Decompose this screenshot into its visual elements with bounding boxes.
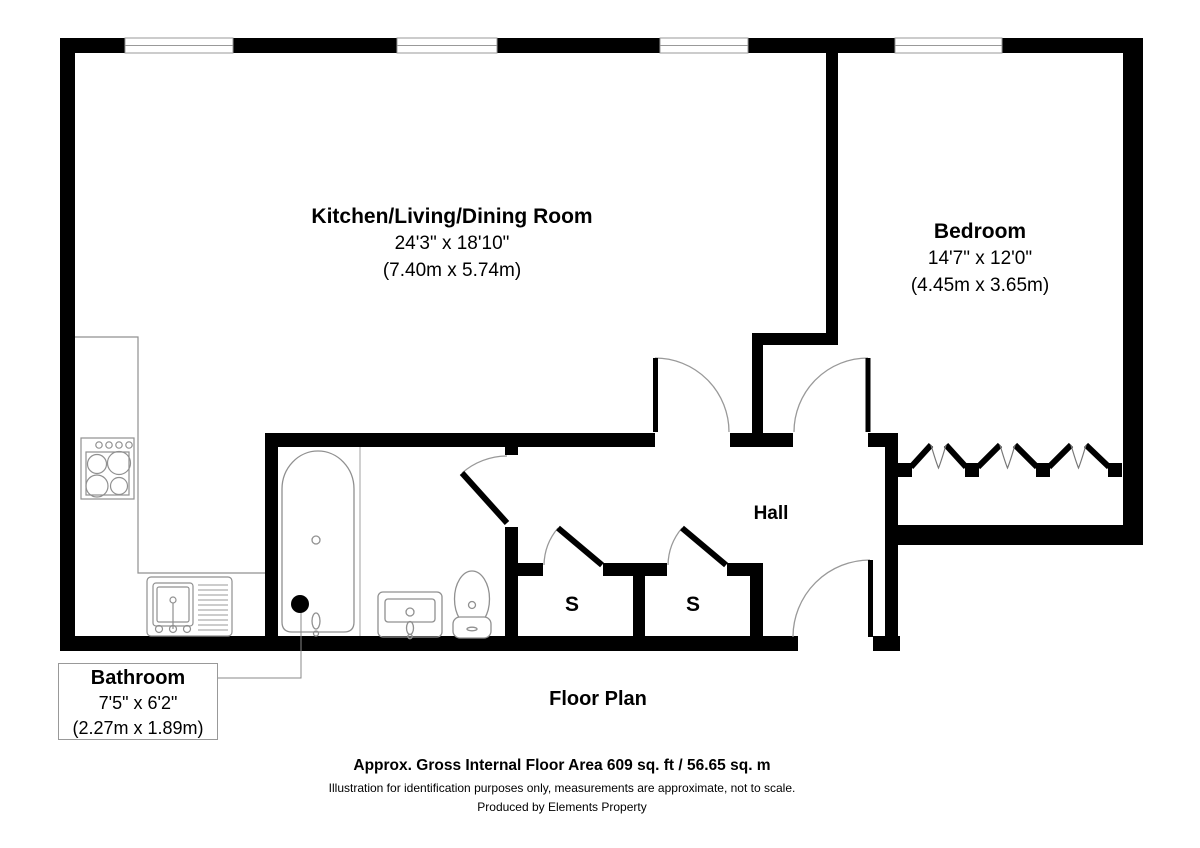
kitchen-counter: [75, 336, 265, 574]
doors: [459, 357, 873, 638]
room-name: Bedroom: [933, 220, 1027, 243]
wall-right: [1123, 38, 1143, 545]
wall-bathroom-right-lower: [505, 527, 518, 651]
storage-label-2: S: [685, 593, 701, 616]
wall-closet1-top-left: [518, 563, 543, 576]
wall-jog-horizontal: [752, 333, 838, 345]
windows: [124, 37, 1003, 54]
wall-hall-header-left: [265, 433, 655, 447]
room-dims-metric: (7.40m x 5.74m): [382, 260, 522, 281]
wall-bedroom-bottom: [898, 525, 1143, 545]
bathtub-icon: [281, 450, 355, 637]
room-name: Kitchen/Living/Dining Room: [311, 205, 593, 228]
closet2-door: [667, 525, 728, 568]
room-label-bathroom-box: Bathroom 7'5" x 6'2" (2.27m x 1.89m): [58, 663, 218, 740]
exterior-walls: [60, 38, 1143, 651]
room-dims-metric: (4.45m x 3.65m): [910, 275, 1050, 296]
wall-hall-header-mid: [730, 433, 793, 447]
entrance-door: [792, 559, 873, 638]
wall-bathroom-left: [265, 433, 278, 651]
window-1: [124, 37, 234, 54]
kitchen-sink-icon: [146, 576, 233, 637]
wall-living-bedroom: [826, 53, 838, 345]
bathroom-leader-line: [218, 613, 302, 679]
window-2: [396, 37, 498, 54]
wall-closet-divider: [633, 563, 645, 636]
window-3: [659, 37, 749, 54]
room-dims-imperial: 24'3" x 18'10": [394, 233, 510, 254]
wall-left: [60, 38, 75, 651]
room-label-hall: Hall: [753, 503, 789, 524]
bathroom-fixtures: [281, 447, 492, 640]
toilet-icon: [452, 570, 492, 639]
drainer-lines: [198, 584, 228, 631]
bathroom-door: [459, 455, 510, 526]
wall-top: [60, 38, 1143, 53]
closet1-door: [543, 525, 604, 568]
wardrobe-bifold-doors: [898, 442, 1122, 477]
bath-waste: [291, 595, 309, 613]
living-room-door: [653, 357, 730, 433]
wall-hall-bedroom: [885, 433, 898, 651]
footer-disclaimer-line: Illustration for identification purposes…: [328, 781, 796, 795]
footer-area-line: Approx. Gross Internal Floor Area 609 sq…: [353, 757, 771, 774]
storage-label-1: S: [564, 593, 580, 616]
basin-icon: [377, 591, 443, 640]
stove-icon: [80, 437, 135, 500]
wall-closet-right: [750, 563, 763, 636]
room-label-kitchen-living-dining: Kitchen/Living/Dining Room 24'3" x 18'10…: [311, 203, 592, 284]
room-label-bedroom: Bedroom 14'7" x 12'0" (4.45m x 3.65m): [911, 218, 1049, 299]
wall-bathroom-right-upper: [505, 433, 518, 455]
page-title: Floor Plan: [549, 688, 647, 710]
wall-jog-vertical: [752, 345, 763, 433]
wall-bottom-left-of-entrance: [60, 636, 798, 651]
room-dims-imperial: 7'5" x 6'2": [98, 693, 178, 713]
interior-walls: [265, 53, 898, 651]
kitchen-fixtures: [75, 336, 265, 637]
room-dims-imperial: 14'7" x 12'0": [927, 248, 1033, 269]
bedroom-door: [793, 357, 871, 433]
room-name: Bathroom: [90, 667, 186, 689]
room-dims-metric: (2.27m x 1.89m): [72, 718, 204, 738]
footer-producer-line: Produced by Elements Property: [477, 800, 647, 814]
window-4: [894, 37, 1003, 54]
